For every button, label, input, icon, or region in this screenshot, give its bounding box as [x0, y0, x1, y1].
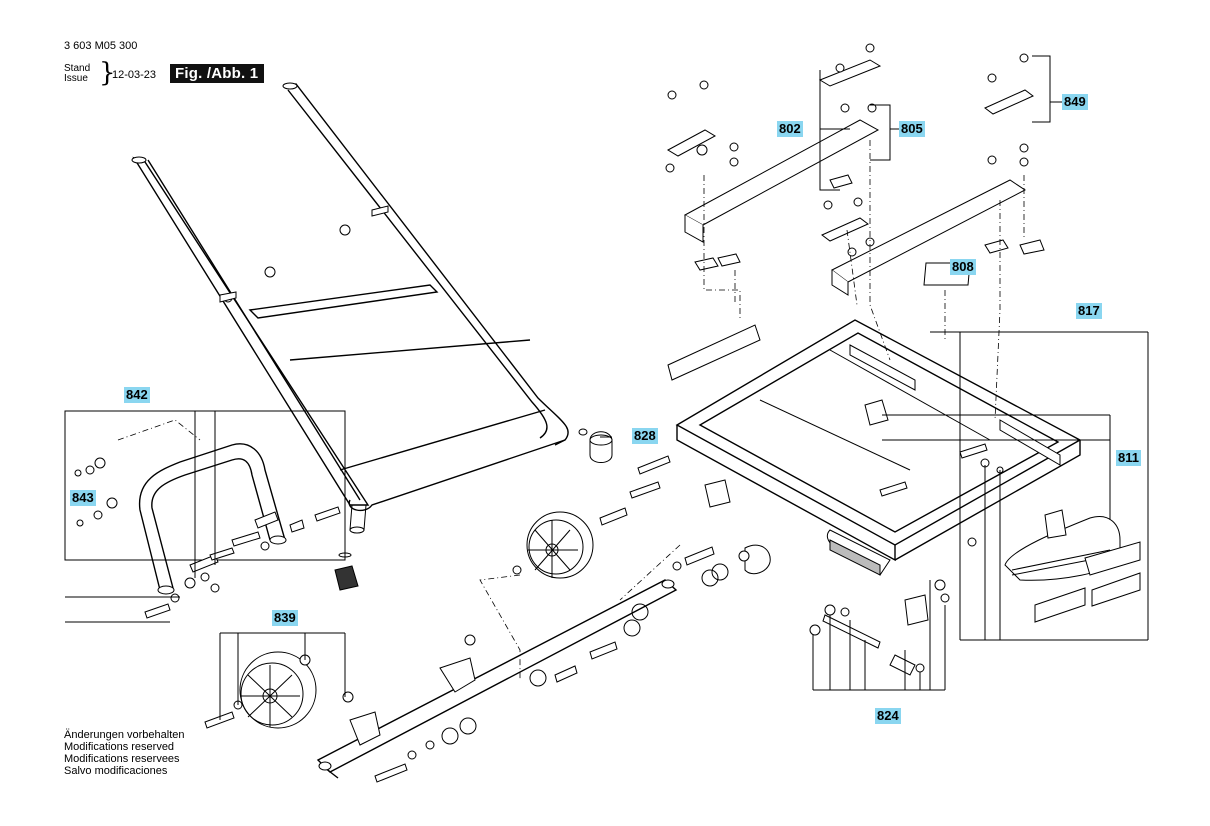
front-handle — [930, 331, 1149, 641]
top-rails — [665, 43, 1045, 421]
callout-828: 828 — [632, 428, 658, 444]
brace-glyph: } — [99, 58, 116, 88]
callout-817: 817 — [1076, 303, 1102, 319]
callout-849: 849 — [1062, 94, 1088, 110]
callout-824: 824 — [875, 708, 901, 724]
table-frame — [675, 319, 1082, 576]
note-line: Salvo modificaciones — [64, 765, 168, 777]
callout-839: 839 — [272, 610, 298, 626]
part-number: 3 603 M05 300 — [64, 40, 138, 52]
note-line: Modifications reserved — [64, 741, 175, 753]
issue-label: Issue — [64, 73, 88, 84]
stand-issue-label: Stand Issue — [64, 64, 90, 84]
callout-842: 842 — [124, 387, 150, 403]
lever-assembly — [809, 580, 946, 691]
callout-805: 805 — [899, 121, 925, 137]
callout-802: 802 — [777, 121, 803, 137]
leader-lines — [600, 55, 1062, 438]
callout-811: 811 — [1116, 450, 1141, 466]
base-rail — [204, 428, 771, 783]
note-line: Änderungen vorbehalten — [64, 729, 185, 741]
stand-label: Stand — [64, 63, 91, 74]
wheel-bracket — [219, 632, 346, 720]
handle-frame — [131, 82, 569, 591]
clamp-brackets — [704, 399, 1111, 640]
callout-843: 843 — [70, 490, 96, 506]
side-handle-box — [64, 410, 346, 623]
modification-notes: Änderungen vorbehalten Modifications res… — [64, 729, 184, 777]
callout-808: 808 — [950, 259, 976, 275]
figure-label: Fig. /Abb. 1 — [170, 64, 265, 83]
issue-date: 12-03-23 — [112, 69, 157, 81]
note-line: Modifications reservees — [64, 753, 180, 765]
